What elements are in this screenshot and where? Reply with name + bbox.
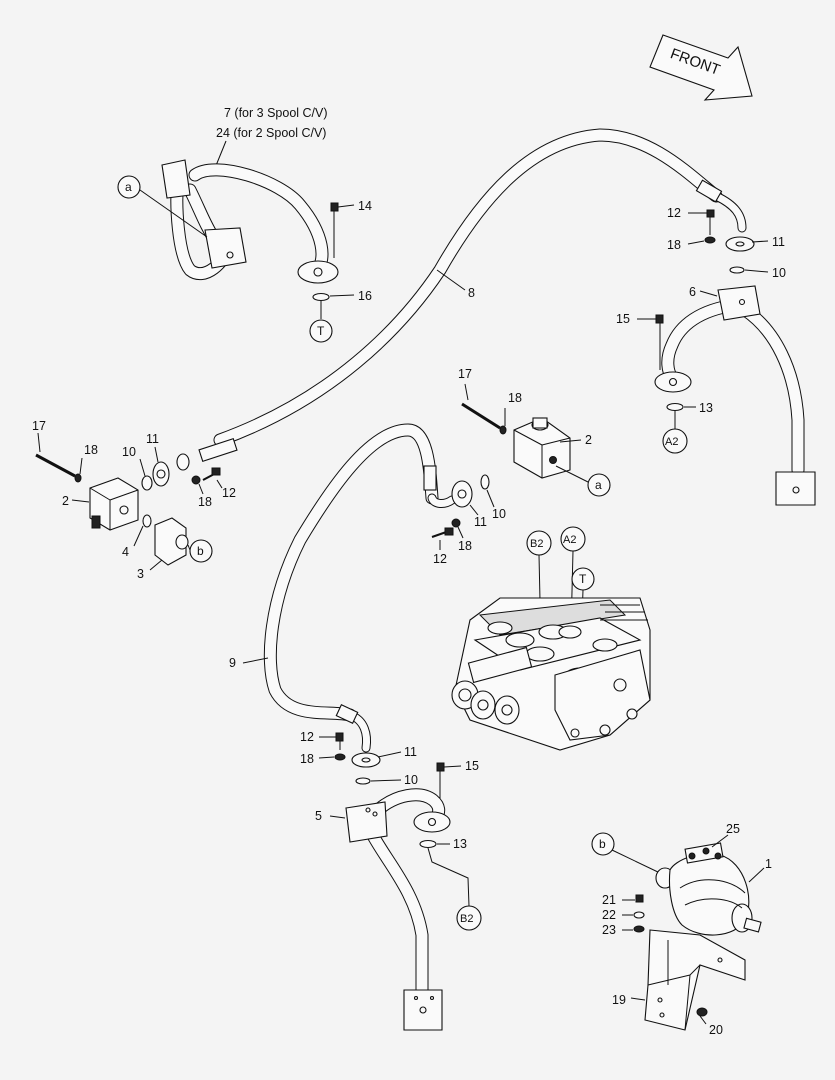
bolt-14: 14	[330, 199, 372, 258]
fittings-upper-right: 12 18 11 10	[667, 206, 786, 280]
callout-2-b: 2	[62, 494, 69, 508]
callout-13-b: 13	[453, 837, 467, 851]
callout-2-a: 2	[585, 433, 592, 447]
tag-B2-lower: B2	[456, 905, 482, 931]
callout-18-c: 18	[458, 539, 472, 553]
callout-3: 3	[137, 567, 144, 581]
callout-18-f: 18	[300, 752, 314, 766]
oring-16: 16	[312, 289, 372, 319]
pipe-6: 6	[654, 285, 816, 506]
hose-8	[198, 128, 747, 462]
note-line-1: 7 (for 3 Spool C/V)	[224, 106, 328, 120]
callout-18-a: 18	[667, 238, 681, 252]
oring-13-upper: 13	[666, 401, 713, 429]
tag-b-pump-label: b	[599, 837, 606, 851]
callout-10-d: 10	[404, 773, 418, 787]
pump-1: 25 1	[655, 822, 772, 936]
tag-T-top-label: T	[317, 324, 325, 338]
note-line-2: 24 (for 2 Spool C/V)	[216, 126, 326, 140]
callout-19: 19	[612, 993, 626, 1007]
tag-B2-valve-label: B2	[530, 538, 543, 550]
tag-B2-lower-label: B2	[460, 913, 473, 925]
front-arrow: FRONT	[649, 34, 753, 101]
callout-10-a: 10	[772, 266, 786, 280]
callout-22: 22	[602, 908, 616, 922]
tag-A2-right: A2	[662, 428, 688, 454]
callout-11-b: 11	[474, 515, 487, 529]
washer-23: 23	[602, 923, 645, 937]
block-2-left: 17 18 2 10 11 18 12 4 3	[32, 419, 236, 581]
callout-17-a: 17	[458, 367, 472, 381]
callout-10-c: 10	[122, 445, 136, 459]
callout-13-a: 13	[699, 401, 713, 415]
callout-11-c: 11	[146, 432, 159, 446]
callout-9: 9	[229, 656, 236, 670]
callout-16: 16	[358, 289, 372, 303]
tag-a-top: a	[117, 175, 208, 238]
callout-15-a: 15	[616, 312, 630, 326]
callout-17-b: 17	[32, 419, 46, 433]
callout-14: 14	[358, 199, 372, 213]
tag-A2-valve-label: A2	[563, 534, 576, 546]
callout-18-b: 18	[508, 391, 522, 405]
callout-20: 20	[709, 1023, 723, 1037]
tag-A2-right-label: A2	[665, 436, 678, 448]
bolt-21: 21	[602, 893, 644, 907]
tag-b-left: b	[189, 539, 213, 563]
callout-11-a: 11	[772, 235, 785, 249]
bolt-15-lower: 15	[436, 759, 479, 812]
callout-25: 25	[726, 822, 740, 836]
fittings-lower: 12 18 11 10	[300, 730, 418, 787]
callout-12-a: 12	[667, 206, 681, 220]
washer-22: 22	[602, 908, 645, 922]
tag-T-valve-label: T	[579, 572, 587, 586]
tag-B2-valve: B2	[526, 530, 552, 647]
bolt-20: 20	[696, 1007, 723, 1037]
tag-a-top-label: a	[125, 180, 132, 194]
callout-12-d: 12	[300, 730, 314, 744]
tag-a-middle-label: a	[595, 478, 602, 492]
callout-11-d: 11	[404, 745, 417, 759]
tag-a-middle: a	[587, 473, 611, 497]
callout-12-b: 12	[433, 552, 447, 566]
fittings-middle: 11 10 18 12	[431, 474, 506, 566]
oring-13-lower: 13	[419, 837, 470, 907]
pipe-7	[161, 159, 339, 284]
bracket-19: 19	[612, 929, 746, 1031]
tag-b-pump: b	[591, 832, 661, 874]
callout-12-c: 12	[222, 486, 236, 500]
callout-4: 4	[122, 545, 129, 559]
pipe-5: 5	[315, 788, 451, 1031]
callout-18-d: 18	[84, 443, 98, 457]
callout-1: 1	[765, 857, 772, 871]
callout-8: 8	[468, 286, 475, 300]
callout-18-e: 18	[198, 495, 212, 509]
tag-b-left-label: b	[197, 544, 204, 558]
tag-T-top: T	[309, 319, 333, 343]
callout-23: 23	[602, 923, 616, 937]
block-2-middle: 17 18 2	[458, 367, 592, 483]
callout-15-b: 15	[465, 759, 479, 773]
callout-21: 21	[602, 893, 616, 907]
callout-10-b: 10	[492, 507, 506, 521]
hose-9	[263, 423, 457, 753]
callout-5: 5	[315, 809, 322, 823]
control-valve	[451, 597, 651, 751]
callout-6: 6	[689, 285, 696, 299]
bolt-15-upper: 15	[616, 312, 664, 370]
